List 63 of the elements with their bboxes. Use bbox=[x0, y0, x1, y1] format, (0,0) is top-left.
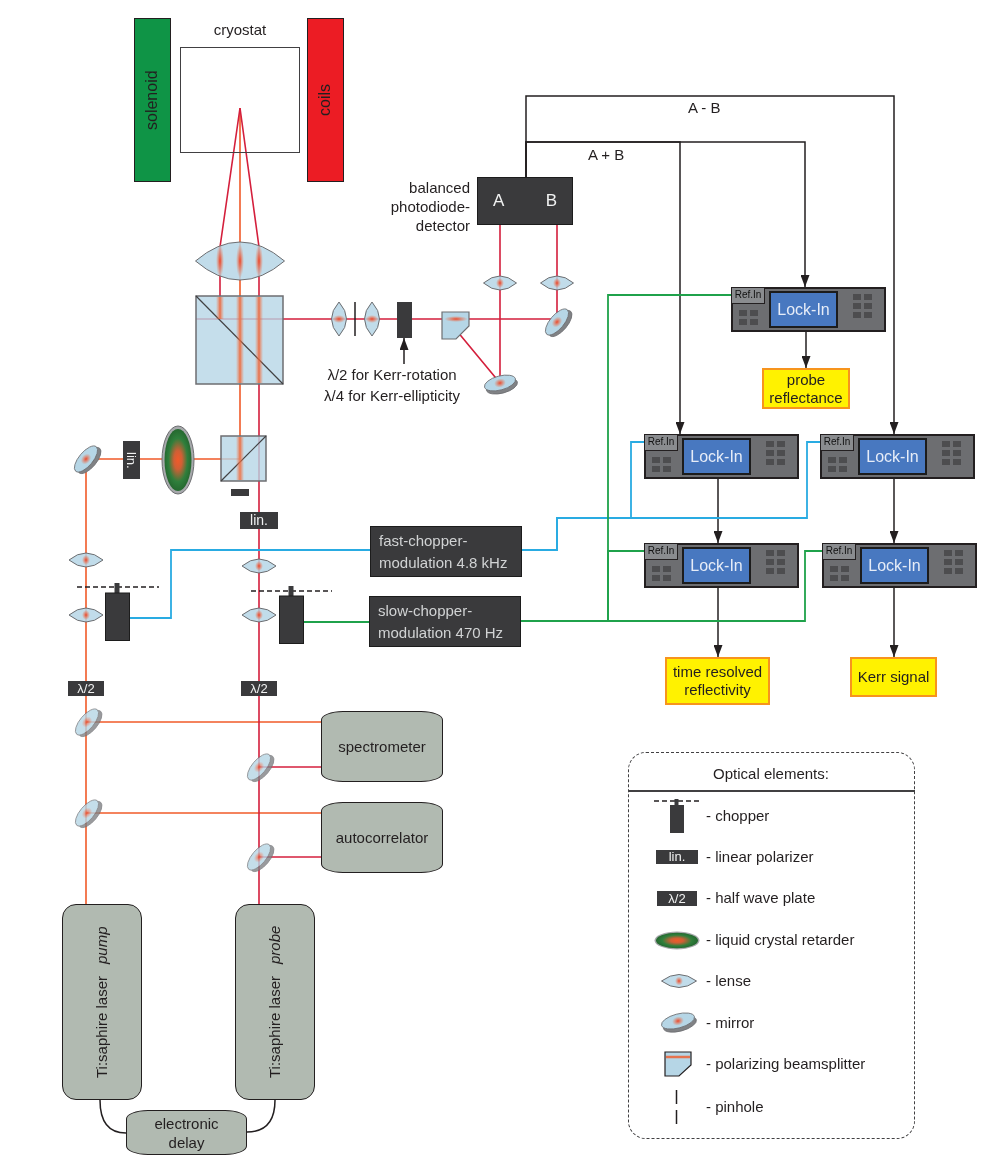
wave-plate bbox=[397, 302, 412, 338]
legend-label: - half wave plate bbox=[706, 888, 816, 908]
delay-generator: electronic delay bbox=[126, 1110, 247, 1155]
lock-in-display: Lock-In bbox=[860, 547, 929, 584]
legend-label: - liquid crystal retarder bbox=[706, 930, 855, 950]
lock-in-display: Lock-In bbox=[682, 438, 751, 475]
leader-arrow bbox=[399, 337, 409, 365]
linear-polarizer: lin. bbox=[656, 850, 698, 864]
legend-label: - linear polarizer bbox=[706, 847, 814, 867]
reference-input: Ref.In bbox=[644, 543, 678, 560]
annotation-text: λ/2 for Kerr-rotation λ/4 for Kerr-ellipticity bbox=[316, 364, 468, 408]
cable bbox=[99, 1099, 127, 1134]
chopper bbox=[279, 586, 304, 644]
half-wave-plate: λ/2 bbox=[241, 681, 277, 696]
autocorrelator: autocorrelator bbox=[321, 802, 443, 873]
reference-input: Ref.In bbox=[820, 434, 854, 451]
chopper bbox=[105, 583, 130, 641]
signal-arrow bbox=[801, 331, 811, 369]
legend-label: - polarizing beamsplitter bbox=[706, 1054, 866, 1074]
laser-unit: Ti:saphire laser pump bbox=[62, 904, 142, 1100]
lock-in-panel bbox=[822, 543, 977, 588]
legend-label: - pinhole bbox=[706, 1097, 764, 1117]
linear-polarizer: lin. bbox=[123, 441, 140, 479]
signal-arrow bbox=[889, 478, 899, 544]
cryostat-label: cryostat bbox=[213, 20, 267, 40]
lock-in-panel bbox=[644, 543, 799, 588]
legend-label: - mirror bbox=[706, 1013, 755, 1033]
magnet-coil: coils bbox=[307, 18, 344, 182]
lock-in-panel bbox=[731, 287, 886, 332]
chopper-controller: slow-chopper- modulation 470 Hz bbox=[369, 596, 521, 647]
signal-arrow bbox=[525, 141, 685, 435]
signal-arrow bbox=[713, 478, 723, 544]
signal-arrow bbox=[525, 95, 899, 435]
linear-polarizer: lin. bbox=[240, 512, 278, 529]
laser-unit: Ti:saphire laser probe bbox=[235, 904, 315, 1100]
chopper-controller: fast-chopper- modulation 4.8 kHz bbox=[370, 526, 522, 577]
reference-input: Ref.In bbox=[822, 543, 856, 560]
reference-input: Ref.In bbox=[644, 434, 678, 451]
cable bbox=[246, 1099, 276, 1133]
output-box: probe reflectance bbox=[762, 368, 850, 409]
channel-label: B bbox=[545, 191, 557, 211]
legend-label: - chopper bbox=[706, 806, 770, 826]
lock-in-display: Lock-In bbox=[769, 291, 838, 328]
signal-arrow bbox=[889, 587, 899, 658]
solenoid-magnet: solenoid bbox=[134, 18, 171, 182]
signal-cable bbox=[303, 621, 370, 623]
lock-in-display: Lock-In bbox=[858, 438, 927, 475]
photodetector bbox=[477, 177, 573, 225]
signal-arrow bbox=[713, 587, 723, 658]
output-box: time resolved reflectivity bbox=[665, 657, 770, 705]
legend-label: - lense bbox=[706, 971, 752, 991]
output-box: Kerr signal bbox=[850, 657, 937, 697]
channel-label: A bbox=[493, 191, 505, 211]
detector-caption: balanced photodiode- detector bbox=[389, 178, 470, 235]
lock-in-panel bbox=[644, 434, 799, 479]
legend-title: Optical elements: bbox=[713, 764, 829, 784]
half-wave-plate: λ/2 bbox=[68, 681, 104, 696]
half-wave-plate: λ/2 bbox=[657, 891, 697, 906]
spectrometer: spectrometer bbox=[321, 711, 443, 782]
lock-in-display: Lock-In bbox=[682, 547, 751, 584]
lock-in-panel bbox=[820, 434, 975, 479]
signal-cable bbox=[129, 549, 371, 619]
reference-input: Ref.In bbox=[731, 287, 765, 304]
